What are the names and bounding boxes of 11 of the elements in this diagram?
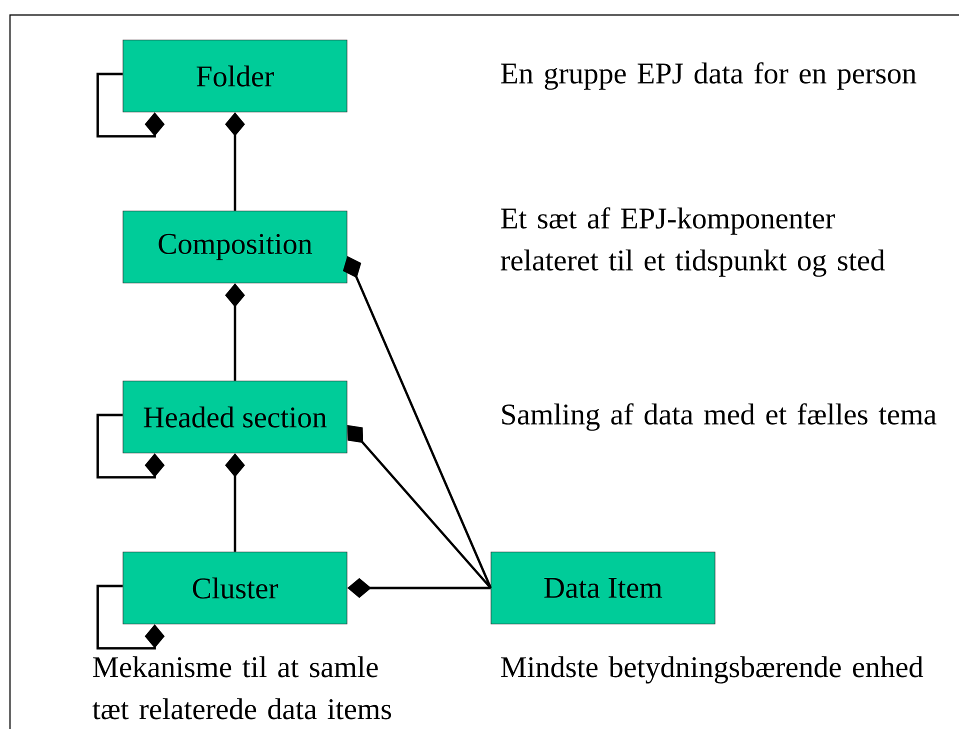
class-box: Folder: [122, 40, 348, 112]
class-box: Cluster: [122, 552, 348, 624]
composition-connector: [347, 425, 492, 589]
description-text: Et sæt af EPJ-komponenter relateret til et tidspunkt og sted: [500, 207, 885, 277]
description-text: En gruppe EPJ data for en person: [501, 62, 916, 90]
class-box: Headed section: [122, 380, 348, 454]
class-box: Data Item: [490, 552, 716, 624]
description-text: Mindste betydningsbærende enhed: [501, 656, 924, 684]
class-box: Composition: [122, 210, 348, 284]
description-text: Mekanisme til at samle tæt relaterede data items: [92, 656, 392, 720]
description-text: Samling af data med et fælles tema: [502, 403, 936, 431]
